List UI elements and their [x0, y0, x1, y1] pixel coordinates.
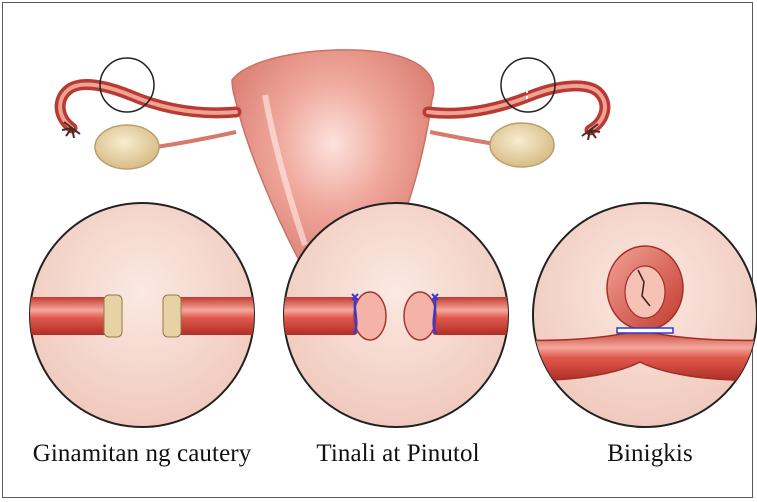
- panel-cautery: [20, 203, 292, 427]
- left-ovary: [95, 125, 159, 169]
- caption-banded: Binigkis: [607, 440, 693, 468]
- caption-tied-cut: Tinali at Pinutol: [316, 440, 479, 468]
- panel-banded: [520, 203, 757, 427]
- right-ovary: [490, 123, 554, 167]
- caption-cautery: Ginamitan ng cautery: [33, 440, 252, 468]
